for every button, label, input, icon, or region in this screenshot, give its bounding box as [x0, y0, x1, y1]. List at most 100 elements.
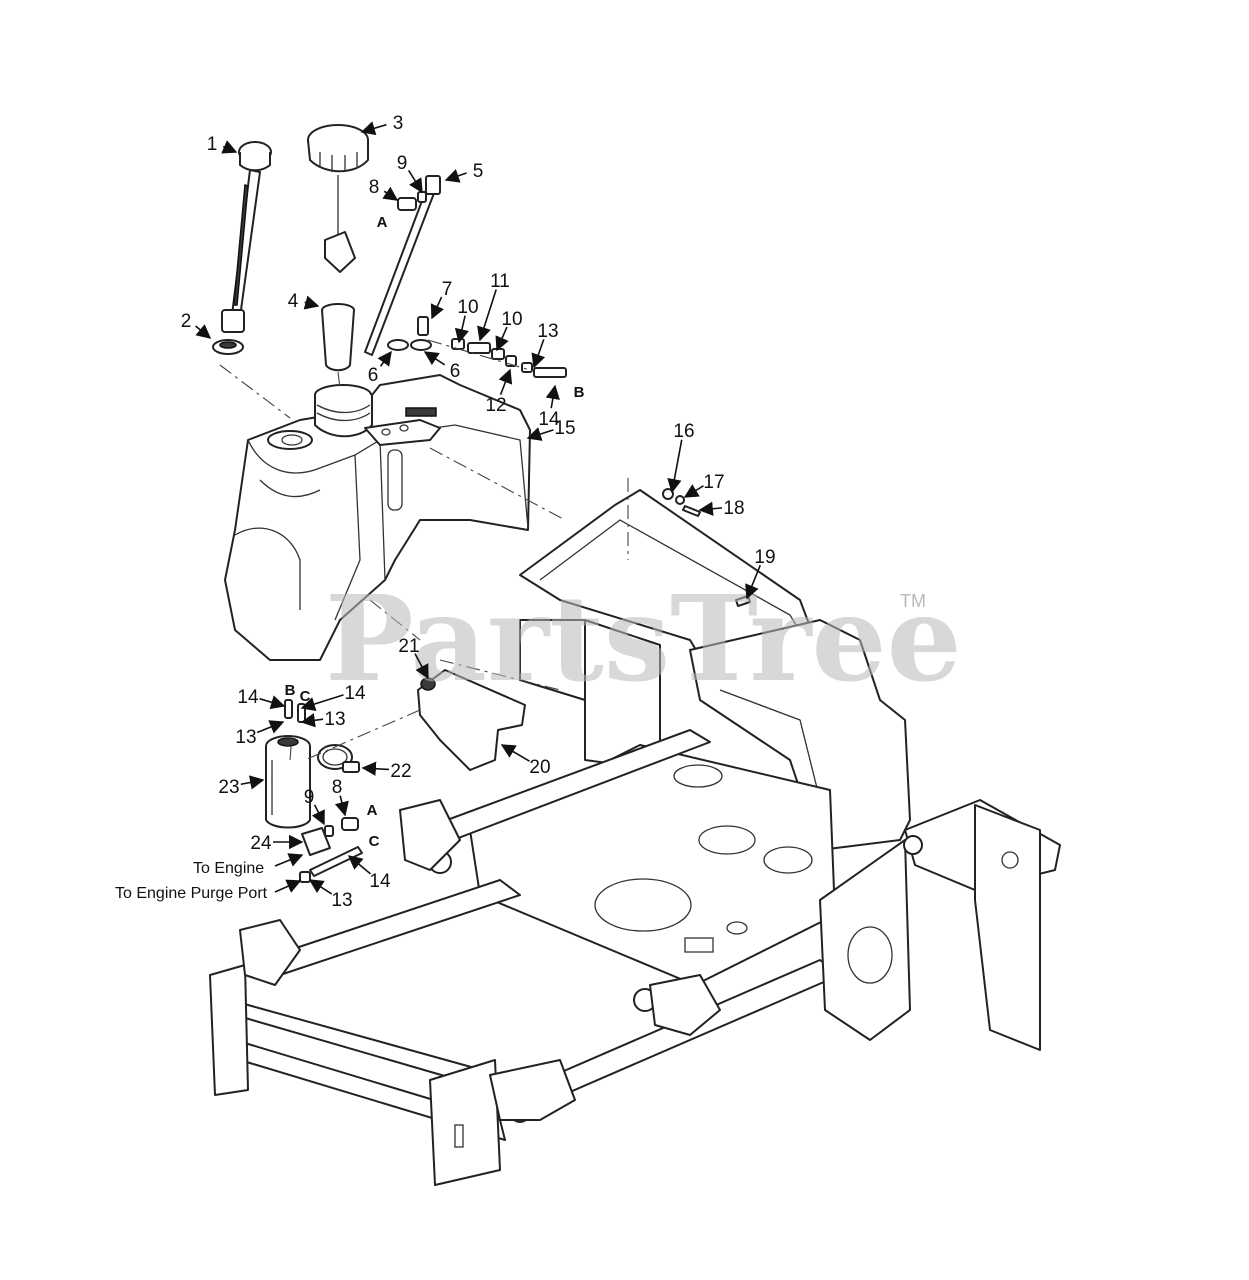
- callout-c14d: 14: [347, 855, 391, 892]
- callout-leader: [683, 484, 704, 498]
- callout-c16: 16: [667, 421, 695, 494]
- fuel-gauge-1: [221, 141, 272, 333]
- callout-number: 7: [442, 279, 453, 300]
- callout-c3: 3: [360, 113, 403, 136]
- callout-leader: [698, 501, 723, 516]
- callout-leader: [526, 427, 554, 441]
- connection-letter-la2: A: [367, 802, 378, 819]
- callout-leader: [667, 439, 683, 494]
- callout-number: 22: [390, 761, 411, 782]
- callout-number: 13: [331, 890, 352, 911]
- hose-8a: [397, 197, 417, 211]
- callout-number: 14: [369, 871, 391, 892]
- callout-c15: 15: [526, 418, 576, 441]
- callout-number: 16: [673, 421, 694, 442]
- callout-number: 14: [538, 409, 560, 430]
- filler-strainer-4: [321, 303, 355, 372]
- washer-17: [675, 495, 685, 505]
- note-to-engine-text: To Engine: [193, 860, 264, 877]
- callout-c8b: 8: [332, 777, 349, 817]
- callout-leader: [221, 140, 238, 154]
- callout-leader: [531, 339, 546, 369]
- callout-number: 21: [398, 636, 419, 657]
- callout-number: 6: [450, 361, 461, 382]
- callout-leader: [423, 351, 446, 366]
- callout-c7: 7: [430, 279, 453, 320]
- callout-c11: 11: [477, 271, 510, 342]
- callout-number: 13: [235, 727, 256, 748]
- callout-leader: [454, 315, 469, 344]
- fuel-filter-23: [265, 735, 311, 829]
- fuel-tank: [224, 374, 531, 661]
- callout-number: 8: [332, 777, 343, 798]
- callout-c18: 18: [698, 498, 745, 519]
- callout-leader: [334, 795, 349, 817]
- callout-number: 9: [397, 153, 408, 174]
- note-to-engine: To Engine: [193, 853, 304, 877]
- callout-number: 2: [181, 311, 192, 332]
- callout-c2: 2: [181, 311, 212, 339]
- connection-letter-la1: A: [377, 214, 388, 231]
- inline-filter-24: [301, 817, 359, 856]
- callout-c13b: 13: [235, 720, 285, 748]
- callout-leader: [477, 289, 497, 342]
- callout-number: 24: [250, 833, 272, 854]
- callout-leader: [382, 186, 399, 201]
- callout-number: 4: [288, 291, 299, 312]
- callout-leader: [545, 384, 560, 409]
- callout-number: 14: [344, 683, 366, 704]
- callout-number: 10: [501, 309, 522, 330]
- callout-leader: [444, 168, 467, 183]
- callout-number: 19: [754, 547, 775, 568]
- callout-leader: [495, 326, 509, 352]
- watermark: PartsTree: [325, 569, 962, 708]
- clamp-9a: [417, 191, 427, 203]
- callout-number: 5: [473, 161, 484, 182]
- callout-leader: [347, 855, 372, 875]
- callout-leader: [407, 169, 423, 194]
- callout-leader: [377, 350, 392, 367]
- clamp-13d: [299, 871, 311, 883]
- callout-number: 12: [485, 395, 506, 416]
- callout-c14b: 14: [237, 687, 286, 710]
- callout-c6a: 6: [368, 350, 392, 386]
- callout-number: 8: [369, 177, 380, 198]
- callout-number: 6: [368, 365, 379, 386]
- callout-number: 1: [207, 134, 218, 155]
- callout-leader: [256, 720, 285, 734]
- callout-c14a: 14: [538, 384, 560, 430]
- grommet-6b: [410, 339, 432, 351]
- callout-leader: [195, 324, 212, 339]
- callout-c5: 5: [444, 161, 484, 183]
- watermark-trademark: TM: [900, 591, 926, 611]
- callout-c10a: 10: [454, 297, 479, 344]
- callout-leader: [430, 296, 444, 320]
- callout-c4: 4: [288, 291, 320, 312]
- fuel-cap-3: [307, 124, 369, 273]
- callout-number: 23: [218, 777, 239, 798]
- callout-c13d: 13: [308, 879, 353, 911]
- callout-leader: [498, 368, 513, 396]
- callout-number: 9: [304, 787, 315, 808]
- callout-number: 18: [723, 498, 744, 519]
- fitting-7: [417, 316, 429, 336]
- callout-leader: [259, 695, 286, 710]
- callout-c12: 12: [485, 368, 513, 416]
- connection-letter-lc2: C: [369, 833, 380, 850]
- callout-c10b: 10: [495, 309, 523, 352]
- grommet-6a: [387, 339, 409, 351]
- callout-leader: [303, 295, 320, 310]
- callout-c17: 17: [683, 472, 725, 498]
- callout-number: 17: [703, 472, 724, 493]
- connection-letter-lb2: B: [285, 682, 296, 699]
- callout-c23: 23: [218, 775, 265, 798]
- callout-leader: [311, 804, 325, 826]
- callout-c19: 19: [745, 547, 776, 600]
- callout-number: 15: [554, 418, 575, 439]
- callout-c21: 21: [398, 636, 429, 680]
- callout-c9a: 9: [397, 153, 423, 194]
- callout-number: 14: [237, 687, 259, 708]
